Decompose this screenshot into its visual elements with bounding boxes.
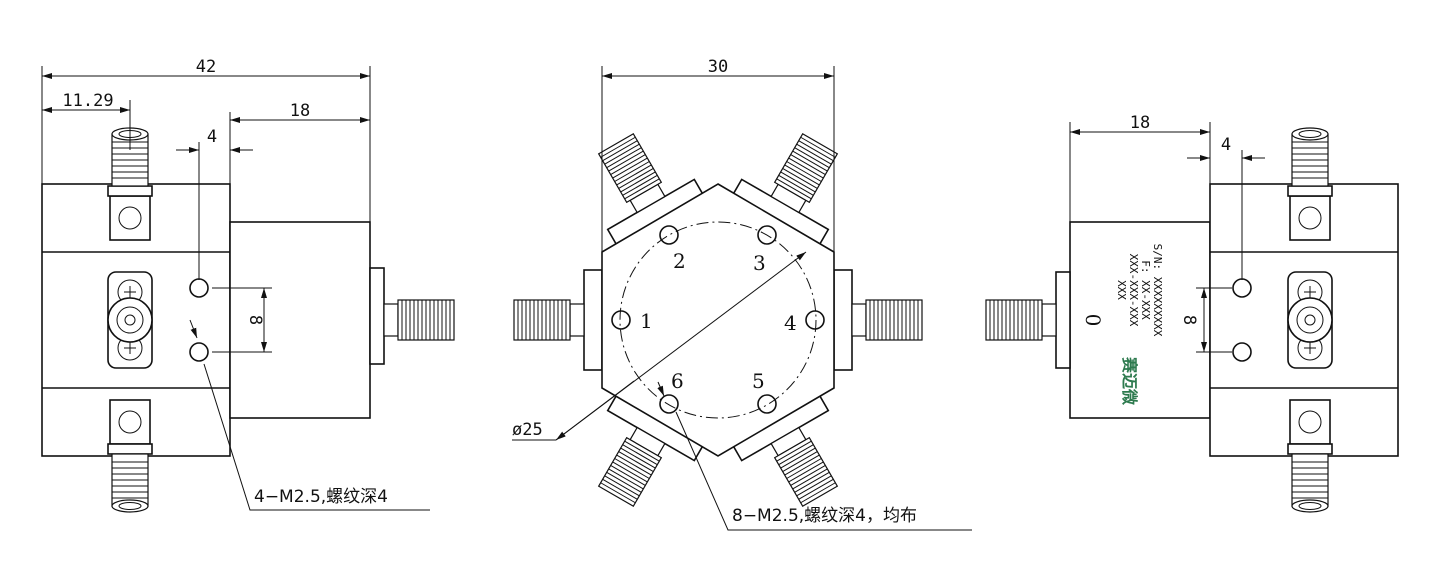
mount-hole xyxy=(659,225,679,245)
dim-offset-right: 18 xyxy=(290,101,310,121)
marking-line-1: XXX xyxy=(1115,280,1128,300)
right-bottom-connector xyxy=(1287,399,1333,513)
port-zero-label: 0 xyxy=(1081,314,1105,327)
right-top-connector xyxy=(1287,127,1333,241)
bolt-circle xyxy=(619,221,817,419)
port-label-5: 5 xyxy=(752,369,765,393)
mount-hole xyxy=(757,225,777,245)
mount-hole xyxy=(659,394,679,414)
center-hole-note: 8−M2.5,螺纹深4，均布 xyxy=(732,506,917,526)
left-bottom-connector xyxy=(107,399,153,513)
left-view-extension xyxy=(229,221,371,419)
dim-hex-width: 30 xyxy=(708,57,728,77)
mount-hole xyxy=(189,342,209,362)
marking-line-3: F: XX-XXX xyxy=(1139,260,1152,320)
port-label-1: 1 xyxy=(640,309,653,333)
left-hole-note: 4−M2.5,螺纹深4 xyxy=(254,487,388,507)
dim-gap-small: 4 xyxy=(207,127,217,147)
dim-circle-diameter: ø25 xyxy=(512,420,543,440)
port-connector xyxy=(833,269,923,371)
brand-logo: 赛迈微 xyxy=(1120,356,1139,406)
mount-hole xyxy=(1232,342,1252,362)
mount-hole xyxy=(805,310,825,330)
left-top-connector xyxy=(107,127,153,241)
port-label-2: 2 xyxy=(673,249,686,273)
left-view: 42 11.29 18 4 8 4−M2.5,螺纹深4 xyxy=(41,57,455,513)
dim-offset-left: 11.29 xyxy=(62,91,113,111)
port-connector xyxy=(513,269,603,371)
mount-hole xyxy=(611,310,631,330)
center-view: 1 2 3 4 5 6 ø25 30 8−M2.5,螺纹深4，均布 xyxy=(512,57,972,531)
dim-right-vertical: 8 xyxy=(1179,315,1199,325)
port-label-6: 6 xyxy=(671,369,684,393)
dim-vertical-spacing: 8 xyxy=(245,315,265,325)
dim-right-gap: 4 xyxy=(1221,135,1231,155)
mount-hole xyxy=(757,394,777,414)
dim-right-offset: 18 xyxy=(1130,113,1150,133)
dim-total-width: 42 xyxy=(196,57,216,77)
port-label-4: 4 xyxy=(784,311,797,335)
right-view-extension xyxy=(1069,221,1211,419)
marking-line-2: XXX-XXX-XXX xyxy=(1127,254,1140,327)
port-label-3: 3 xyxy=(753,251,766,275)
right-view: 0 XXX XXX-XXX-XXX F: XX-XXX S/N: XXXXXXX… xyxy=(985,113,1399,513)
marking-line-4: S/N: XXXXXXXXX xyxy=(1151,244,1164,337)
